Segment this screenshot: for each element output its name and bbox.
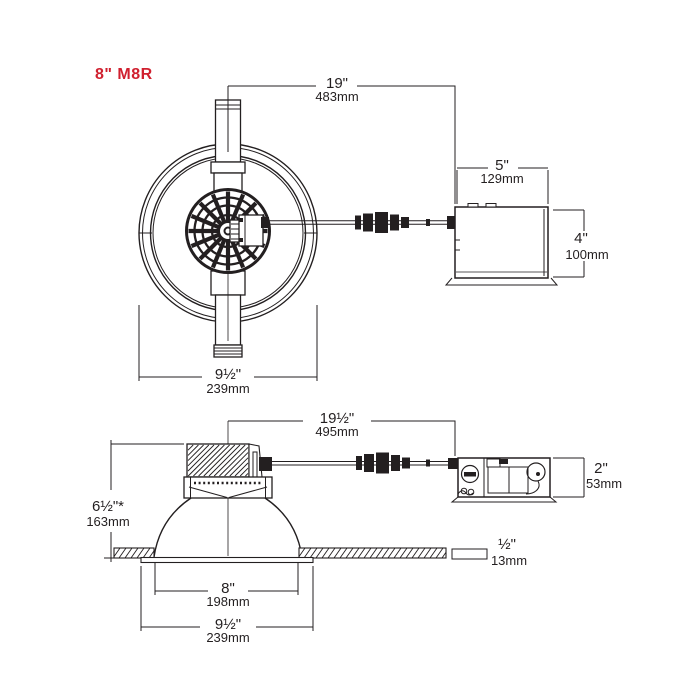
top-view: 19" 483mm 5" 129mm 4" 100mm 9½" 239mm [138,75,609,396]
inline-connector-top [355,212,409,233]
dim-aperture: 8" 198mm [154,563,299,609]
ceiling-hatch-right [298,547,447,559]
dim-aperture-mm: 198mm [206,594,249,609]
jbox-cable-entry-top [447,216,457,229]
cable-elbow-top [261,217,269,228]
dim-ceiling-thickness-in: ½" [498,536,516,553]
dim-aperture-in: 8" [221,580,235,597]
dim-jbox-width-in: 5" [495,157,509,174]
dim-jbox-width-mm: 129mm [480,171,523,186]
mounting-bar-bottom [210,270,246,358]
dim-jbox-depth: 4" 100mm [553,209,609,278]
side-view: 19½" 495mm 2" 53mm 6½"* 163mm ½" 13mm 8"… [86,410,622,645]
dim-jbox-depth-mm: 100mm [565,247,608,262]
dim-jbox-height-mm: 53mm [586,476,622,491]
dim-overall-length-mm: 495mm [315,424,358,439]
ceiling-section [113,547,447,564]
dim-recess-depth-in: 6½"* [92,498,124,515]
ceiling-hatch-left [113,547,155,559]
led-frame [183,476,273,499]
heatsink-side [186,443,263,478]
fixture-cable-top [229,212,457,247]
dim-trim-diameter: 9½" 239mm [140,566,314,645]
jbox-cable-entry-side [448,458,458,469]
dim-ceiling-thickness: ½" 13mm [451,536,527,568]
dim-housing-diameter: 9½" 239mm [138,305,318,396]
dim-overall-length: 19½" 495mm [228,410,456,456]
product-title: 8" M8R [95,66,153,83]
dim-jbox-height-in: 2" [594,460,608,477]
dim-jbox-depth-in: 4" [574,230,588,247]
dim-overall-width-mm: 483mm [315,89,358,104]
cable-elbow-side [259,457,272,471]
dim-housing-diameter-in: 9½" [215,366,241,383]
dim-jbox-width: 5" 129mm [456,157,549,204]
dim-overall-length-in: 19½" [320,410,355,427]
dim-trim-diameter-in: 9½" [215,616,241,633]
trim-flange [140,556,314,564]
dim-recess-depth: 6½"* 163mm [86,440,184,562]
dim-ceiling-thickness-mm: 13mm [491,553,527,568]
inline-connector-side [356,452,410,474]
dim-housing-diameter-mm: 239mm [206,381,249,396]
fixture-cable-side [259,452,458,474]
dim-overall-width: 19" 483mm [227,75,456,204]
dim-recess-depth-mm: 163mm [86,514,129,529]
junction-box-top [444,203,559,286]
dim-jbox-height: 2" 53mm [553,457,622,498]
dim-overall-width-in: 19" [326,75,348,92]
junction-box-side [450,457,558,503]
heatsink-hatch [187,444,249,477]
dim-trim-diameter-mm: 239mm [206,630,249,645]
